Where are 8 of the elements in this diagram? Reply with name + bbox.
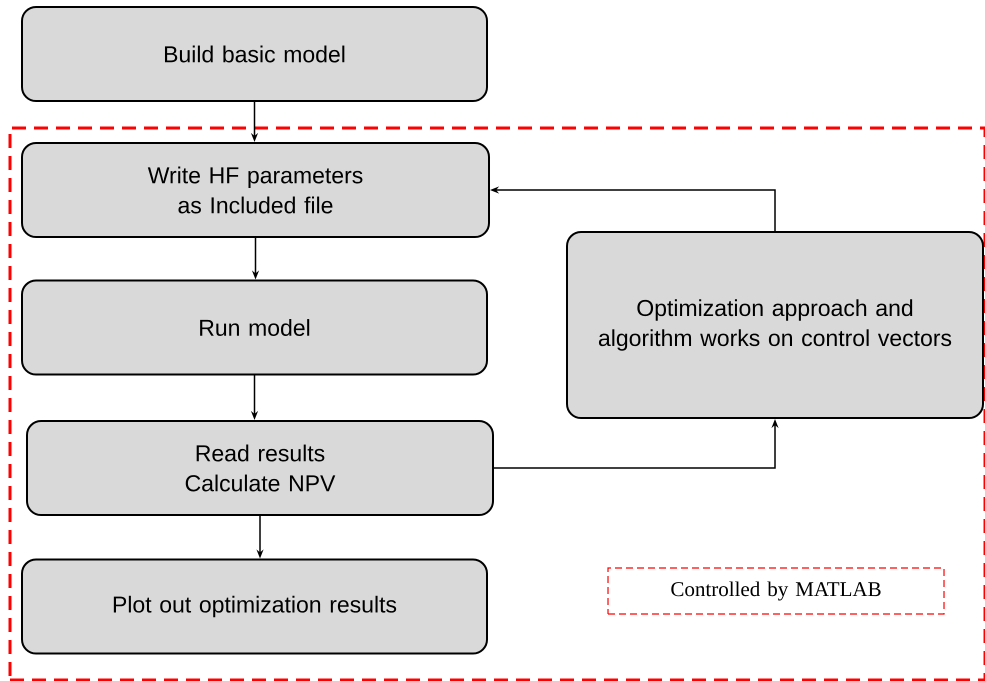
process-box: Read results Calculate NPV bbox=[26, 420, 494, 516]
dashed-region bbox=[8, 126, 985, 681]
process-box: Plot out optimization results bbox=[21, 558, 488, 654]
process-box: Run model bbox=[21, 280, 488, 376]
process-box: Optimization approach and algorithm works on control vectors bbox=[566, 231, 984, 419]
process-box: Write HF parameters as Included file bbox=[21, 142, 490, 238]
process-box: Build basic model bbox=[21, 6, 488, 102]
note-box: Controlled by MATLAB bbox=[607, 567, 945, 615]
